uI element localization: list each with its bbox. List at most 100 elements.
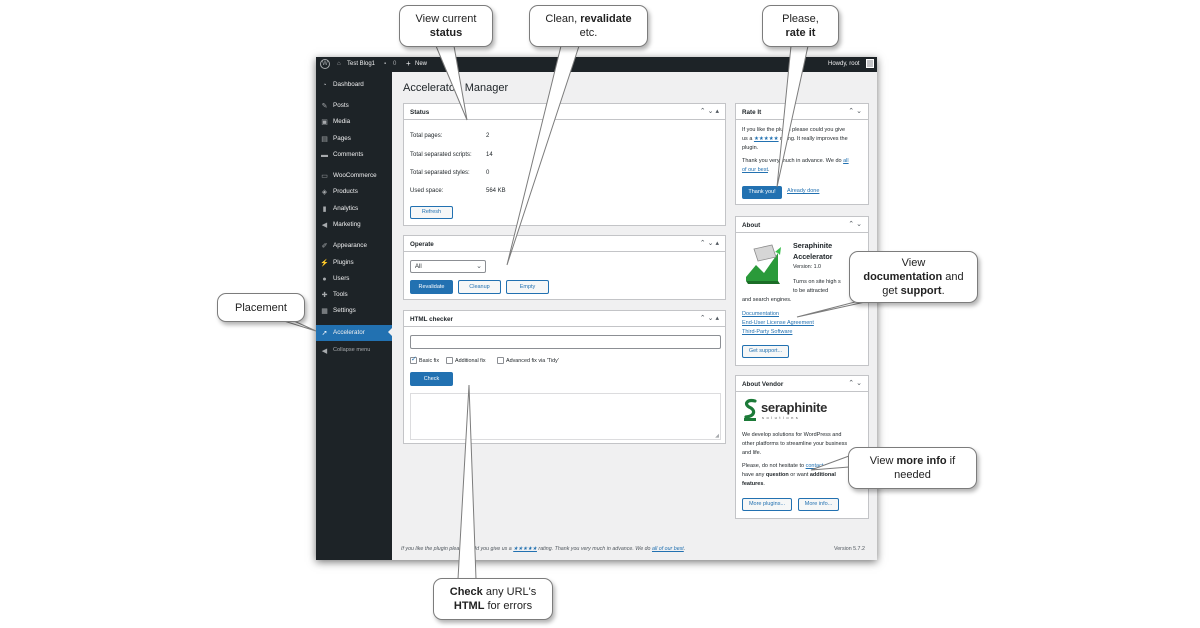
status-value-pages: 2 — [486, 133, 490, 139]
collapse-menu-button[interactable]: ◀Collapse menu — [321, 347, 371, 355]
about-desc-2: to be attracted — [793, 288, 829, 294]
footer-stars-link[interactable]: ★★★★★ — [513, 546, 537, 552]
avatar[interactable] — [866, 59, 874, 68]
products-icon: ◈ — [321, 189, 328, 196]
advanced-fix-label: Advanced fix via 'Tidy' — [506, 358, 559, 364]
site-name-link[interactable]: Test Blog1 — [347, 61, 376, 67]
product-name: Seraphinite — [793, 241, 833, 250]
sidebar-item-pages[interactable]: ▤Pages — [321, 135, 351, 143]
brush-icon: ✐ — [321, 243, 328, 250]
about-card: About ⌃⌄ Seraphinite Accelerator Version… — [735, 216, 869, 366]
operate-card-title: Operate — [410, 241, 434, 248]
status-card-header: Status ⌃⌄▴ — [404, 104, 725, 120]
thank-you-button[interactable]: Thank you! — [742, 186, 782, 199]
third-party-link[interactable]: Third-Party Software — [742, 329, 793, 335]
eula-link[interactable]: End-User License Agreement — [742, 320, 814, 326]
sidebar-item-woocommerce[interactable]: ▭WooCommerce — [321, 172, 377, 180]
empty-button[interactable]: Empty — [506, 280, 549, 294]
footer-all-of-our-best-link[interactable]: all of our best — [651, 546, 684, 552]
chevron-down-icon: ⌄ — [476, 263, 482, 270]
vendor-text: We develop solutions for WordPress and o… — [742, 432, 848, 487]
basic-fix-label: Basic fix — [419, 358, 440, 364]
seraphinite-logo-icon — [744, 398, 757, 421]
footer-text: If you like the plugin please could you … — [401, 546, 686, 552]
vendor-logo-subtext: solutions — [762, 415, 801, 420]
dashboard-icon: ◔ — [322, 82, 327, 89]
vendor-logo-text: seraphinite — [761, 400, 828, 415]
megaphone-icon: ◀ — [321, 222, 328, 229]
card-controls-icon[interactable]: ⌃⌄ — [848, 380, 864, 387]
rate-it-card-title: Rate It — [742, 109, 762, 116]
all-of-our-best-link[interactable]: all — [843, 158, 849, 164]
sidebar-item-plugins[interactable]: ⚡Plugins — [320, 259, 354, 267]
sidebar-item-products[interactable]: ◈Products — [321, 188, 358, 196]
contact-us-link[interactable]: contact us — [805, 463, 831, 469]
plus-icon: + — [406, 59, 411, 68]
sidebar-item-settings[interactable]: ▦Settings — [321, 307, 356, 315]
collapse-icon: ◀ — [321, 348, 328, 355]
wp-admin-window: W ⌂ Test Blog1 ▪ 0 + New Howdy, root ◔Da… — [316, 57, 877, 560]
sidebar-item-users[interactable]: ●Users — [316, 272, 392, 286]
stars-rating-link[interactable]: ★★★★★ — [753, 136, 779, 142]
new-link[interactable]: New — [415, 61, 428, 67]
rate-it-card: Rate It ⌃⌄ If you like the plugin please… — [735, 103, 869, 205]
more-info-button[interactable]: More info... — [798, 498, 839, 511]
admin-sidebar: ◔Dashboard ✎Posts ▣Media ▤Pages ▬Comment… — [316, 72, 392, 560]
comment-icon[interactable]: ▪ — [384, 61, 387, 67]
resize-handle-icon[interactable]: ◢ — [715, 433, 719, 439]
footer-version: Version 5.7.2 — [834, 546, 865, 552]
card-controls-icon[interactable]: ⌃⌄ — [848, 108, 864, 115]
about-vendor-card-header: About Vendor ⌃⌄ — [736, 376, 868, 392]
cleanup-button[interactable]: Cleanup — [458, 280, 501, 294]
status-label-pages: Total pages: — [410, 133, 443, 139]
sidebar-item-marketing[interactable]: ◀Marketing — [321, 221, 361, 229]
basic-fix-checkbox[interactable]: ✓ — [410, 356, 417, 364]
media-icon: ▣ — [321, 119, 328, 126]
product-name-2: Accelerator — [793, 252, 833, 261]
check-result-textarea[interactable]: ◢ — [410, 393, 721, 440]
operate-select-value: All — [415, 264, 422, 270]
advanced-fix-checkbox[interactable] — [497, 357, 504, 364]
sidebar-item-media[interactable]: ▣Media — [321, 118, 351, 126]
operate-select[interactable]: All ⌄ — [410, 260, 486, 273]
html-checker-card: HTML checker ⌃⌄▴ ✓ Basic fix Additional … — [403, 310, 726, 444]
howdy-link[interactable]: Howdy, root — [828, 61, 860, 67]
about-card-title: About — [742, 222, 761, 229]
operate-card: Operate ⌃⌄▴ All ⌄ Revalidate Cleanup Emp… — [403, 235, 726, 300]
rate-it-text: If you like the plugin please could you … — [742, 127, 849, 173]
additional-fix-label: Additional fix — [455, 358, 486, 364]
sidebar-item-dashboard[interactable]: ◔Dashboard — [316, 78, 392, 92]
sidebar-item-comments[interactable]: ▬Comments — [321, 151, 364, 159]
get-support-button[interactable]: Get support... — [742, 345, 789, 358]
settings-icon: ▦ — [321, 308, 328, 315]
already-done-link[interactable]: Already done — [787, 188, 820, 194]
revalidate-button[interactable]: Revalidate — [410, 280, 453, 294]
card-controls-icon[interactable]: ⌃⌄▴ — [699, 240, 721, 247]
accelerator-icon: ➚ — [321, 330, 328, 337]
wordpress-logo-icon[interactable]: W — [320, 59, 330, 69]
card-controls-icon[interactable]: ⌃⌄▴ — [699, 315, 721, 322]
url-input[interactable] — [410, 335, 721, 349]
sidebar-item-analytics[interactable]: ▮Analytics — [316, 202, 392, 216]
plug-icon: ⚡ — [320, 260, 329, 267]
more-plugins-button[interactable]: More plugins... — [742, 498, 792, 511]
html-checker-card-title: HTML checker — [410, 316, 453, 323]
users-icon: ● — [322, 276, 327, 283]
about-card-header: About ⌃⌄ — [736, 217, 868, 233]
comment-count: 0 — [393, 61, 397, 67]
refresh-button[interactable]: Refresh — [410, 206, 453, 219]
additional-fix-checkbox[interactable] — [446, 357, 453, 364]
wrench-icon: ✚ — [321, 292, 328, 299]
documentation-link[interactable]: Documentation — [742, 311, 779, 317]
card-controls-icon[interactable]: ⌃⌄▴ — [699, 108, 721, 115]
sidebar-item-posts[interactable]: ✎Posts — [321, 102, 349, 110]
sidebar-item-tools[interactable]: ✚Tools — [321, 291, 348, 299]
sidebar-item-appearance[interactable]: ✐Appearance — [321, 242, 367, 250]
sidebar-item-accelerator[interactable]: ➚Accelerator — [316, 325, 392, 341]
card-controls-icon[interactable]: ⌃⌄ — [848, 221, 864, 228]
of-our-best-link[interactable]: of our best — [742, 167, 768, 173]
check-button[interactable]: Check — [410, 372, 453, 386]
